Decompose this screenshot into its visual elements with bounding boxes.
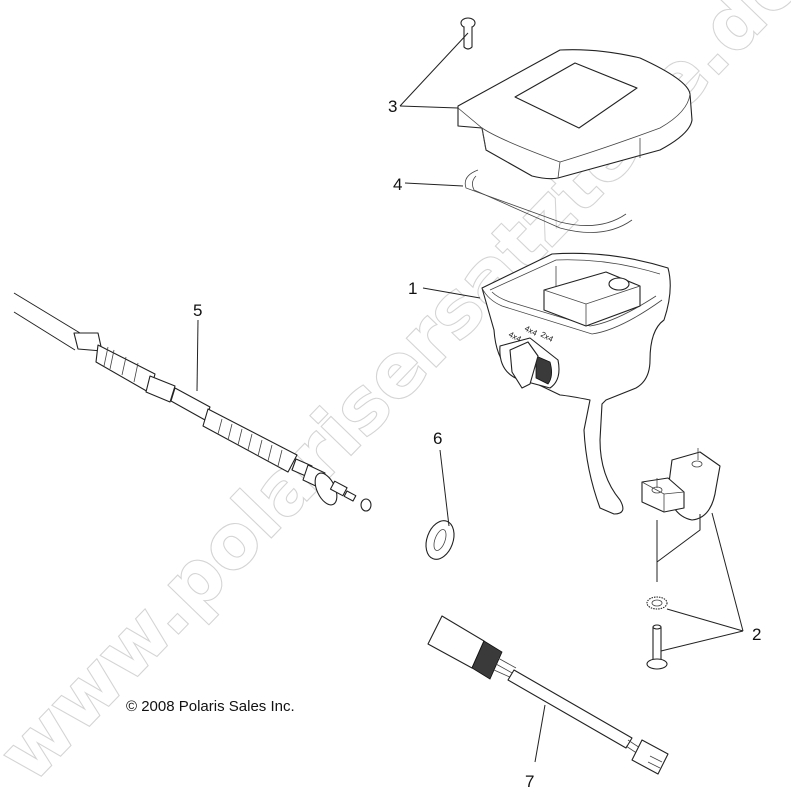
wire-harness	[427, 615, 669, 775]
leader-5	[196, 319, 199, 392]
seal-gasket	[464, 169, 633, 233]
switch-housing: 4x4 4x4 2x4	[481, 252, 671, 515]
top-cover	[457, 49, 693, 180]
callout-3: 3	[388, 97, 397, 116]
leader-4	[404, 182, 464, 187]
callout-4: 4	[393, 175, 402, 194]
lock-washer	[646, 596, 668, 610]
leader-3b	[399, 105, 459, 109]
callout-1: 1	[408, 279, 417, 298]
leader-6	[439, 449, 450, 527]
callout-5: 5	[193, 301, 202, 320]
leader-7	[534, 704, 546, 763]
throttle-cable	[13, 292, 372, 512]
flat-washer	[425, 520, 455, 560]
handlebar-clamp	[641, 448, 721, 521]
leader-1	[422, 287, 481, 299]
copyright-text: © 2008 Polaris Sales Inc.	[126, 698, 295, 715]
clamp-screw	[646, 624, 668, 670]
leader-3a	[399, 32, 469, 107]
callout-2: 2	[752, 625, 761, 644]
callout-7: 7	[525, 772, 534, 791]
callout-6: 6	[433, 429, 442, 448]
cover-screw	[460, 17, 476, 50]
